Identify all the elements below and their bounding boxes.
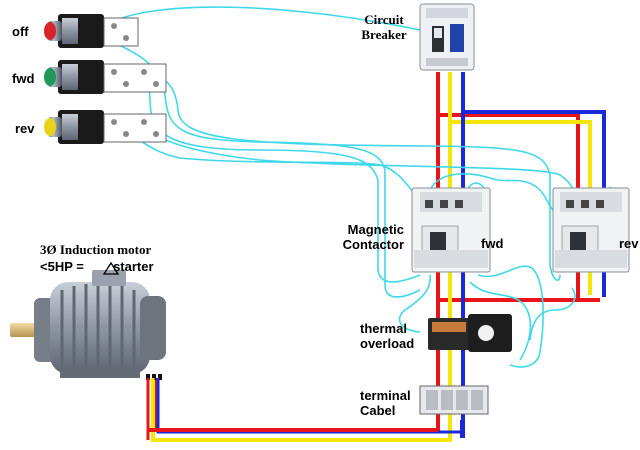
phase-yellow-wire	[151, 72, 592, 442]
terminal-cable-label-line1: terminal	[360, 388, 411, 403]
pushbutton-fwd	[44, 60, 167, 94]
magnetic-contactor-label: Magnetic Contactor	[318, 222, 404, 252]
button-cap	[44, 68, 56, 86]
magnetic-contactor-rev	[552, 187, 630, 273]
circuit-breaker-label-line1: Circuit	[364, 12, 404, 27]
pushbutton-fwd-label: fwd	[12, 71, 35, 86]
motor-leads-extra	[148, 428, 450, 442]
thermal-overload-label-line2: overload	[360, 336, 415, 351]
induction-motor	[10, 270, 166, 380]
pushbutton-rev-label: rev	[15, 121, 35, 136]
terminal-cable-label-line2: Cabel	[360, 403, 396, 418]
motor-label-suffix: starter	[109, 259, 154, 274]
pushbutton-off-label: off	[12, 24, 29, 39]
circuit-breaker	[419, 3, 475, 71]
thermal-overload-label-line1: thermal	[360, 321, 407, 336]
contactor-rev-label: rev	[619, 236, 639, 251]
control-wire	[398, 274, 431, 333]
pushbutton-off	[44, 14, 139, 48]
thermal-overload	[428, 314, 512, 352]
contactor-fwd-label: fwd	[481, 236, 504, 251]
control-wire	[529, 287, 576, 341]
control-wire	[127, 124, 578, 216]
magnetic-contactor-fwd	[411, 187, 491, 273]
terminal-cable-label: terminal Cabel	[360, 388, 411, 418]
motor-label-prefix: <5HP =	[40, 259, 88, 274]
motor-label-line1: 3Ø Induction motor	[40, 242, 152, 257]
control-wire	[429, 173, 554, 211]
phase-red-wire	[153, 72, 600, 432]
delta-icon	[102, 261, 120, 275]
motor-label-line2: <5HP = starter	[40, 258, 154, 275]
circuit-breaker-label: Circuit Breaker	[356, 12, 412, 42]
terminal-block	[419, 385, 489, 415]
pushbutton-rev	[44, 110, 167, 144]
control-wire	[477, 265, 544, 368]
control-wiring	[95, 6, 619, 368]
motor-label: 3Ø Induction motor <5HP = starter	[40, 241, 154, 275]
control-wire	[469, 281, 532, 361]
button-cap	[44, 22, 56, 40]
button-cap	[44, 118, 56, 136]
magnetic-contactor-label-line1: Magnetic	[347, 222, 404, 237]
control-wire	[127, 74, 561, 281]
circuit-breaker-label-line2: Breaker	[361, 27, 407, 42]
magnetic-contactor-label-line2: Contactor	[342, 237, 404, 252]
thermal-overload-label: thermal overload	[360, 321, 414, 351]
